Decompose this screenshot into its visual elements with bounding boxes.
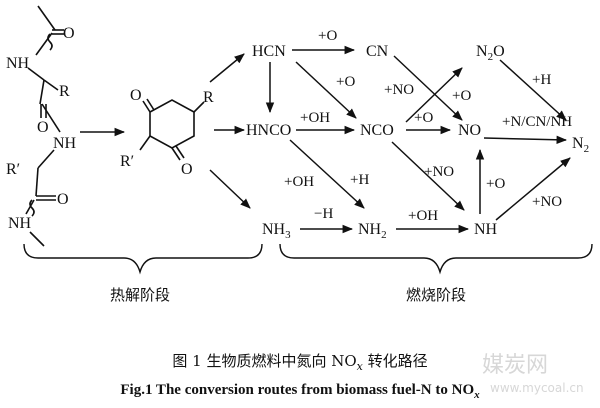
bond: [35, 32, 53, 56]
arrow-nco-to-n2o: [405, 67, 463, 123]
protein-structure: O NH R O NH R′ O NH: [6, 5, 77, 247]
label-plus-h: +H: [350, 172, 369, 188]
arrow-ring-to-hcn: [209, 53, 245, 83]
side-chain-r-2: R′: [6, 161, 20, 178]
bond: [25, 199, 35, 215]
label-plus-oh: +OH: [300, 110, 330, 126]
side-chain-r-1: R: [59, 83, 70, 100]
caption-en-subscript: x: [473, 389, 480, 401]
watermark-cn: 媒炭网: [482, 353, 548, 378]
nh3-subscript: 3: [285, 229, 291, 241]
figure-caption: 图 1 生物质燃料中氮向 NOx 转化路径 Fig.1 The conversi…: [120, 352, 480, 401]
label-plus-o: +O: [318, 28, 337, 44]
bond: [175, 145, 185, 159]
bond: [142, 100, 151, 113]
wavy-bond: [29, 199, 35, 217]
stage-label-pyrolysis: 热解阶段: [110, 286, 170, 304]
arrow-nco-to-nh: [391, 141, 465, 211]
ring-o-1: O: [130, 87, 142, 104]
stage-label-combustion: 燃烧阶段: [406, 286, 466, 304]
caption-cn-subscript: x: [357, 360, 364, 373]
arrow-cn-to-no: [393, 55, 463, 121]
label-plus-o: +O: [486, 176, 505, 192]
species-nco: NCO: [360, 122, 394, 139]
bond: [27, 67, 45, 81]
label-plus-no: +NO: [384, 82, 414, 98]
amide-nh-3: NH: [8, 215, 32, 232]
ring: [149, 99, 195, 149]
stage-braces: 热解阶段 燃烧阶段: [23, 243, 593, 304]
label-plus-h: +H: [532, 72, 551, 88]
ring-r-2: R′: [120, 153, 134, 170]
nh3-nh: NH: [262, 221, 286, 238]
caption-en-prefix: Fig.1 The conversion routes from biomass…: [120, 382, 474, 398]
brace-pyrolysis: [23, 243, 263, 275]
label-plus-oh: +OH: [284, 174, 314, 190]
bond: [39, 79, 45, 105]
caption-cn-suffix: 转化路径: [363, 352, 428, 370]
wavy-bond: [47, 33, 53, 51]
amide-nh-2: NH: [53, 135, 77, 152]
ring-r-1: R: [203, 89, 214, 106]
carbonyl-o-2: O: [37, 119, 49, 136]
reactant-labels: +O +O +NO +O +H +OH +O +N/CN/NH +OH +H +…: [284, 28, 572, 224]
species-n2: N2: [572, 135, 589, 155]
species-nodes: HCN CN N2O HNCO NCO NO N2 NH3 NH2 NH: [246, 43, 589, 241]
amide-nh-1: NH: [6, 55, 30, 72]
species-nh3: NH3: [262, 221, 291, 241]
label-plus-o: +O: [414, 110, 433, 126]
brace-combustion: [279, 243, 593, 275]
species-nh: NH: [474, 221, 498, 238]
bond: [37, 149, 55, 169]
arrow-hcn-to-nco: [295, 61, 357, 119]
species-n2o: N2O: [476, 43, 505, 63]
bond: [29, 231, 45, 247]
watermark-url: www.mycoal.cn: [490, 381, 584, 395]
arrow-n2o-to-n2: [499, 59, 567, 121]
label-plus-n-cn-nh: +N/CN/NH: [502, 114, 572, 130]
watermark: 媒炭网 www.mycoal.cn: [482, 353, 584, 395]
arrow-no-to-n2: [483, 135, 568, 144]
species-nh2: NH2: [358, 221, 387, 241]
ring-structure: O R R′ O: [120, 87, 214, 178]
bond: [41, 103, 61, 133]
species-cn: CN: [366, 43, 389, 60]
label-plus-o: +O: [452, 88, 471, 104]
bond: [35, 167, 39, 197]
species-no: NO: [458, 122, 481, 139]
bond: [139, 135, 151, 151]
bond: [43, 79, 59, 91]
carbonyl-o-3: O: [57, 191, 69, 208]
nh2-nh: NH: [358, 221, 382, 238]
label-plus-no: +NO: [424, 164, 454, 180]
bond: [171, 147, 181, 161]
n2o-n: N: [476, 43, 488, 60]
species-hcn: HCN: [252, 43, 286, 60]
label-plus-o: +O: [336, 74, 355, 90]
label-plus-oh: +OH: [408, 208, 438, 224]
caption-cn: 图 1 生物质燃料中氮向 NOx 转化路径: [172, 352, 427, 373]
label-minus-h: −H: [314, 206, 333, 222]
caption-en: Fig.1 The conversion routes from biomass…: [120, 382, 480, 401]
n2-subscript: 2: [584, 143, 590, 155]
label-plus-no: +NO: [532, 194, 562, 210]
bond: [146, 98, 155, 111]
n2-n: N: [572, 135, 584, 152]
nh2-subscript: 2: [381, 229, 387, 241]
arrow-nh-to-n2: [495, 157, 571, 221]
carbonyl-o-1: O: [63, 25, 75, 42]
caption-cn-prefix: 图 1 生物质燃料中氮向 NO: [172, 352, 356, 370]
arrow-ring-to-nh3: [209, 169, 251, 209]
arrow-hnco-to-nh2: [289, 139, 365, 209]
species-hnco: HNCO: [246, 122, 291, 139]
n2o-o: O: [493, 43, 505, 60]
bond: [37, 5, 56, 31]
n2o-subscript: 2: [488, 51, 494, 63]
bond: [193, 101, 205, 113]
ring-o-2: O: [181, 161, 193, 178]
reaction-arrows: [265, 45, 571, 234]
